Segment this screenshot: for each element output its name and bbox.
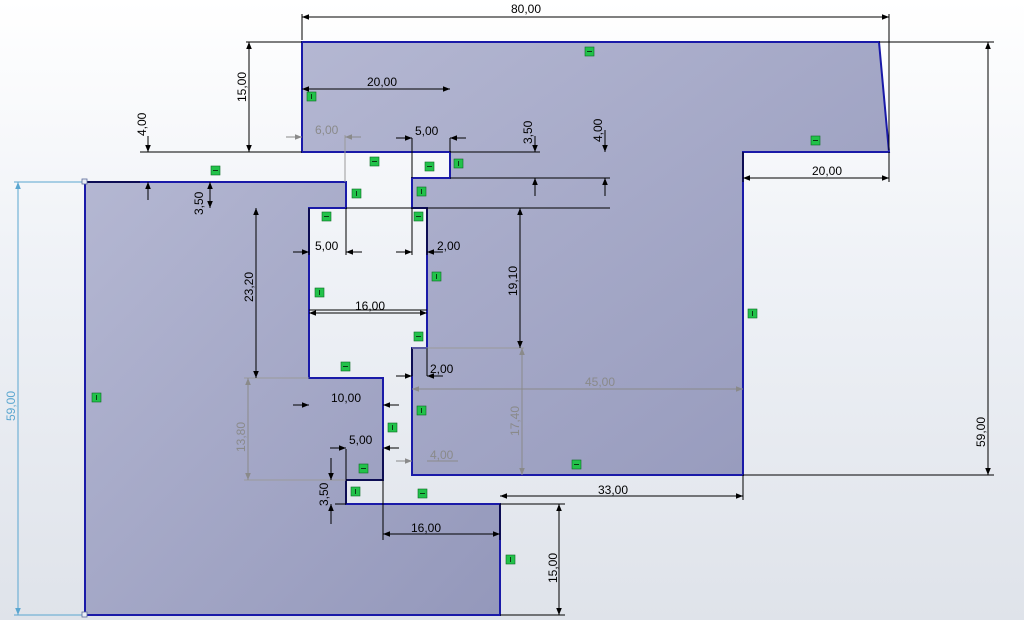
dim-right-height-19-1[interactable]: 19,10 (506, 266, 520, 296)
horizontal-relation-icon[interactable] (413, 331, 424, 342)
dim-step-3-5-left[interactable]: 3,50 (192, 191, 206, 215)
horizontal-relation-icon[interactable] (210, 165, 221, 176)
dim-left-height-23-2[interactable]: 23,20 (242, 272, 256, 302)
dim-step-3-5-bottom[interactable]: 3,50 (317, 482, 331, 506)
vertical-relation-icon[interactable] (431, 271, 442, 282)
dim-top-band-height[interactable]: 15,00 (235, 72, 249, 102)
vertical-relation-icon[interactable] (416, 186, 427, 197)
vertical-relation-icon[interactable] (350, 486, 361, 497)
ref-4-bottom[interactable]: 4,00 (430, 448, 454, 462)
vertical-relation-icon[interactable] (351, 188, 362, 199)
reference-dimension-lines (245, 134, 743, 480)
sketch-profiles (84, 41, 891, 616)
vertical-relation-icon[interactable] (453, 158, 464, 169)
dim-upper-slot-width[interactable]: 20,00 (367, 75, 397, 89)
horizontal-relation-icon[interactable] (340, 361, 351, 372)
dim-left-height-59-driven[interactable]: 59,00 (4, 391, 18, 421)
dim-neck-5-bottom[interactable]: 5,00 (349, 433, 373, 447)
sketch-endpoints (81, 178, 88, 618)
dim-bottom-33[interactable]: 33,00 (598, 483, 628, 497)
dim-gap-2-mid[interactable]: 2,00 (430, 362, 454, 376)
dim-bottom-16[interactable]: 16,00 (411, 521, 441, 535)
horizontal-relation-icon[interactable] (413, 211, 424, 222)
dim-step-4-left[interactable]: 4,00 (135, 112, 149, 136)
dim-step-3-5-top[interactable]: 3,50 (521, 120, 535, 144)
vertical-relation-icon[interactable] (306, 91, 317, 102)
vertical-relation-icon[interactable] (505, 554, 516, 565)
horizontal-relation-icon[interactable] (369, 156, 380, 167)
endpoint-marker[interactable] (81, 178, 88, 185)
vertical-relation-icon[interactable] (387, 422, 398, 433)
vertical-relation-icon[interactable] (416, 405, 427, 416)
upper-right-profile[interactable] (301, 41, 891, 476)
dim-step-4-right[interactable]: 4,00 (591, 118, 605, 142)
ref-13-8[interactable]: 13,80 (234, 422, 248, 452)
driven-dimension (14, 181, 85, 616)
ref-6[interactable]: 6,00 (315, 123, 339, 137)
dimension-lines (145, 14, 991, 615)
horizontal-relation-icon[interactable] (584, 46, 595, 57)
endpoint-marker[interactable] (81, 611, 88, 618)
dimension-labels: 80,00 15,00 20,00 4,00 6,00 5,00 3,50 4,… (4, 2, 988, 583)
dim-gap-2-top[interactable]: 2,00 (437, 239, 461, 253)
dim-inner-16-top[interactable]: 16,00 (355, 299, 385, 313)
horizontal-relation-icon[interactable] (810, 135, 821, 146)
vertical-relation-icon[interactable] (314, 287, 325, 298)
vertical-relation-icon[interactable] (91, 392, 102, 403)
horizontal-relation-icon[interactable] (417, 488, 428, 499)
ref-45[interactable]: 45,00 (585, 375, 615, 389)
dim-overall-width[interactable]: 80,00 (511, 2, 541, 16)
horizontal-relation-icon[interactable] (424, 161, 435, 172)
dim-neck-5-top[interactable]: 5,00 (415, 124, 439, 138)
dim-right-step-20[interactable]: 20,00 (812, 164, 842, 178)
ref-17-4[interactable]: 17,40 (508, 406, 522, 436)
horizontal-relation-icon[interactable] (321, 211, 332, 222)
relation-markers (91, 46, 821, 565)
vertical-relation-icon[interactable] (747, 308, 758, 319)
dim-pocket-10[interactable]: 10,00 (331, 391, 361, 405)
horizontal-relation-icon[interactable] (571, 459, 582, 470)
horizontal-relation-icon[interactable] (358, 463, 369, 474)
dim-slot-5[interactable]: 5,00 (315, 239, 339, 253)
dim-right-height-59[interactable]: 59,00 (974, 417, 988, 447)
dim-bottom-15[interactable]: 15,00 (546, 553, 560, 583)
